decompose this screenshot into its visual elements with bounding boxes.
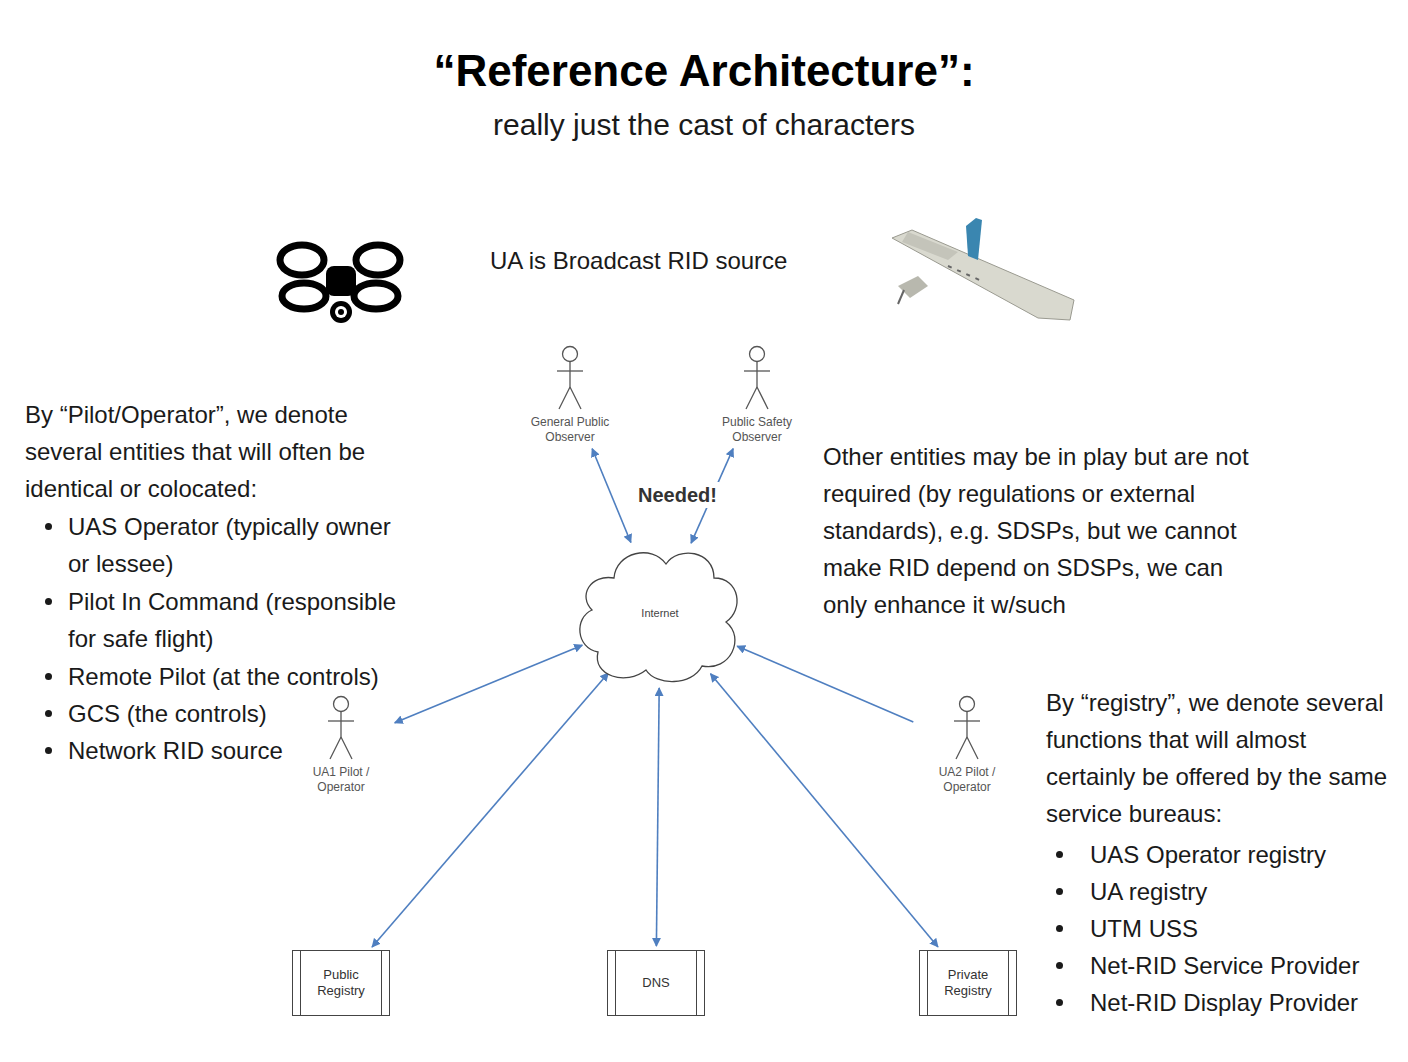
emphasis-label: Needed!	[636, 482, 719, 508]
box-side-line	[300, 951, 301, 1015]
bullet-dot	[45, 673, 52, 680]
bullet-dot	[1056, 888, 1063, 895]
node-label: DNS	[630, 975, 681, 991]
bullet-dot	[1056, 851, 1063, 858]
stick-figure	[742, 345, 772, 411]
fixed-wing-illustration	[888, 216, 1078, 328]
node-label: General Public Observer	[520, 415, 620, 445]
node-label: Public Registry	[293, 967, 389, 999]
connector-arrow	[395, 645, 583, 723]
box-side-line	[696, 951, 697, 1015]
internet-cloud: Internet	[574, 538, 746, 688]
bullet-dot	[45, 598, 52, 605]
note-text: By “registry”, we denote several functio…	[1046, 684, 1396, 832]
caption-text: UA is Broadcast RID source	[490, 242, 850, 279]
connector-arrow	[711, 674, 938, 947]
bullet-item: Network RID source	[68, 732, 318, 769]
connector-arrow	[656, 688, 659, 946]
bullet-dot	[1056, 925, 1063, 932]
process-box: Public Registry	[292, 950, 390, 1016]
actor-figure: Public Safety Observer	[707, 345, 807, 445]
bullet-item: Net-RID Service Provider	[1090, 947, 1400, 984]
slide-title: “Reference Architecture”:	[0, 46, 1408, 96]
node-label: Private Registry	[920, 967, 1016, 999]
actor-figure: UA2 Pilot / Operator	[917, 695, 1017, 795]
process-box: Private Registry	[919, 950, 1017, 1016]
stick-figure	[555, 345, 585, 411]
bullet-item: UAS Operator (typically owner or lessee)	[68, 508, 398, 582]
bullet-item: Remote Pilot (at the controls)	[68, 658, 413, 695]
bullet-dot	[1056, 962, 1063, 969]
bullet-item: Net-RID Display Provider	[1090, 984, 1400, 1021]
node-label: UA1 Pilot / Operator	[291, 765, 391, 795]
box-side-line	[1008, 951, 1009, 1015]
box-side-line	[927, 951, 928, 1015]
stick-figure	[326, 695, 356, 761]
bullet-dot	[45, 710, 52, 717]
connector-arrow	[737, 646, 913, 722]
actor-figure: General Public Observer	[520, 345, 620, 445]
actor-figure: UA1 Pilot / Operator	[291, 695, 391, 795]
bullet-dot	[1056, 999, 1063, 1006]
node-label: UA2 Pilot / Operator	[917, 765, 1017, 795]
process-box: DNS	[607, 950, 705, 1016]
bullet-item: UTM USS	[1090, 910, 1400, 947]
box-side-line	[381, 951, 382, 1015]
note-text: By “Pilot/Operator”, we denote several e…	[25, 396, 397, 507]
connector-arrow	[372, 673, 608, 947]
quadcopter-illustration	[272, 236, 410, 332]
node-label: Public Safety Observer	[707, 415, 807, 445]
node-label: Internet	[641, 607, 678, 619]
subtitle: really just the cast of characters	[0, 106, 1408, 143]
bullet-item: UAS Operator registry	[1090, 836, 1400, 873]
bullet-item: GCS (the controls)	[68, 695, 318, 732]
note-text: Other entities may be in play but are no…	[823, 438, 1273, 623]
bullet-item: UA registry	[1090, 873, 1400, 910]
bullet-dot	[45, 747, 52, 754]
stick-figure	[952, 695, 982, 761]
bullet-item: Pilot In Command (responsible for safe f…	[68, 583, 408, 657]
bullet-dot	[45, 523, 52, 530]
connector-arrow	[592, 449, 631, 543]
box-side-line	[615, 951, 616, 1015]
